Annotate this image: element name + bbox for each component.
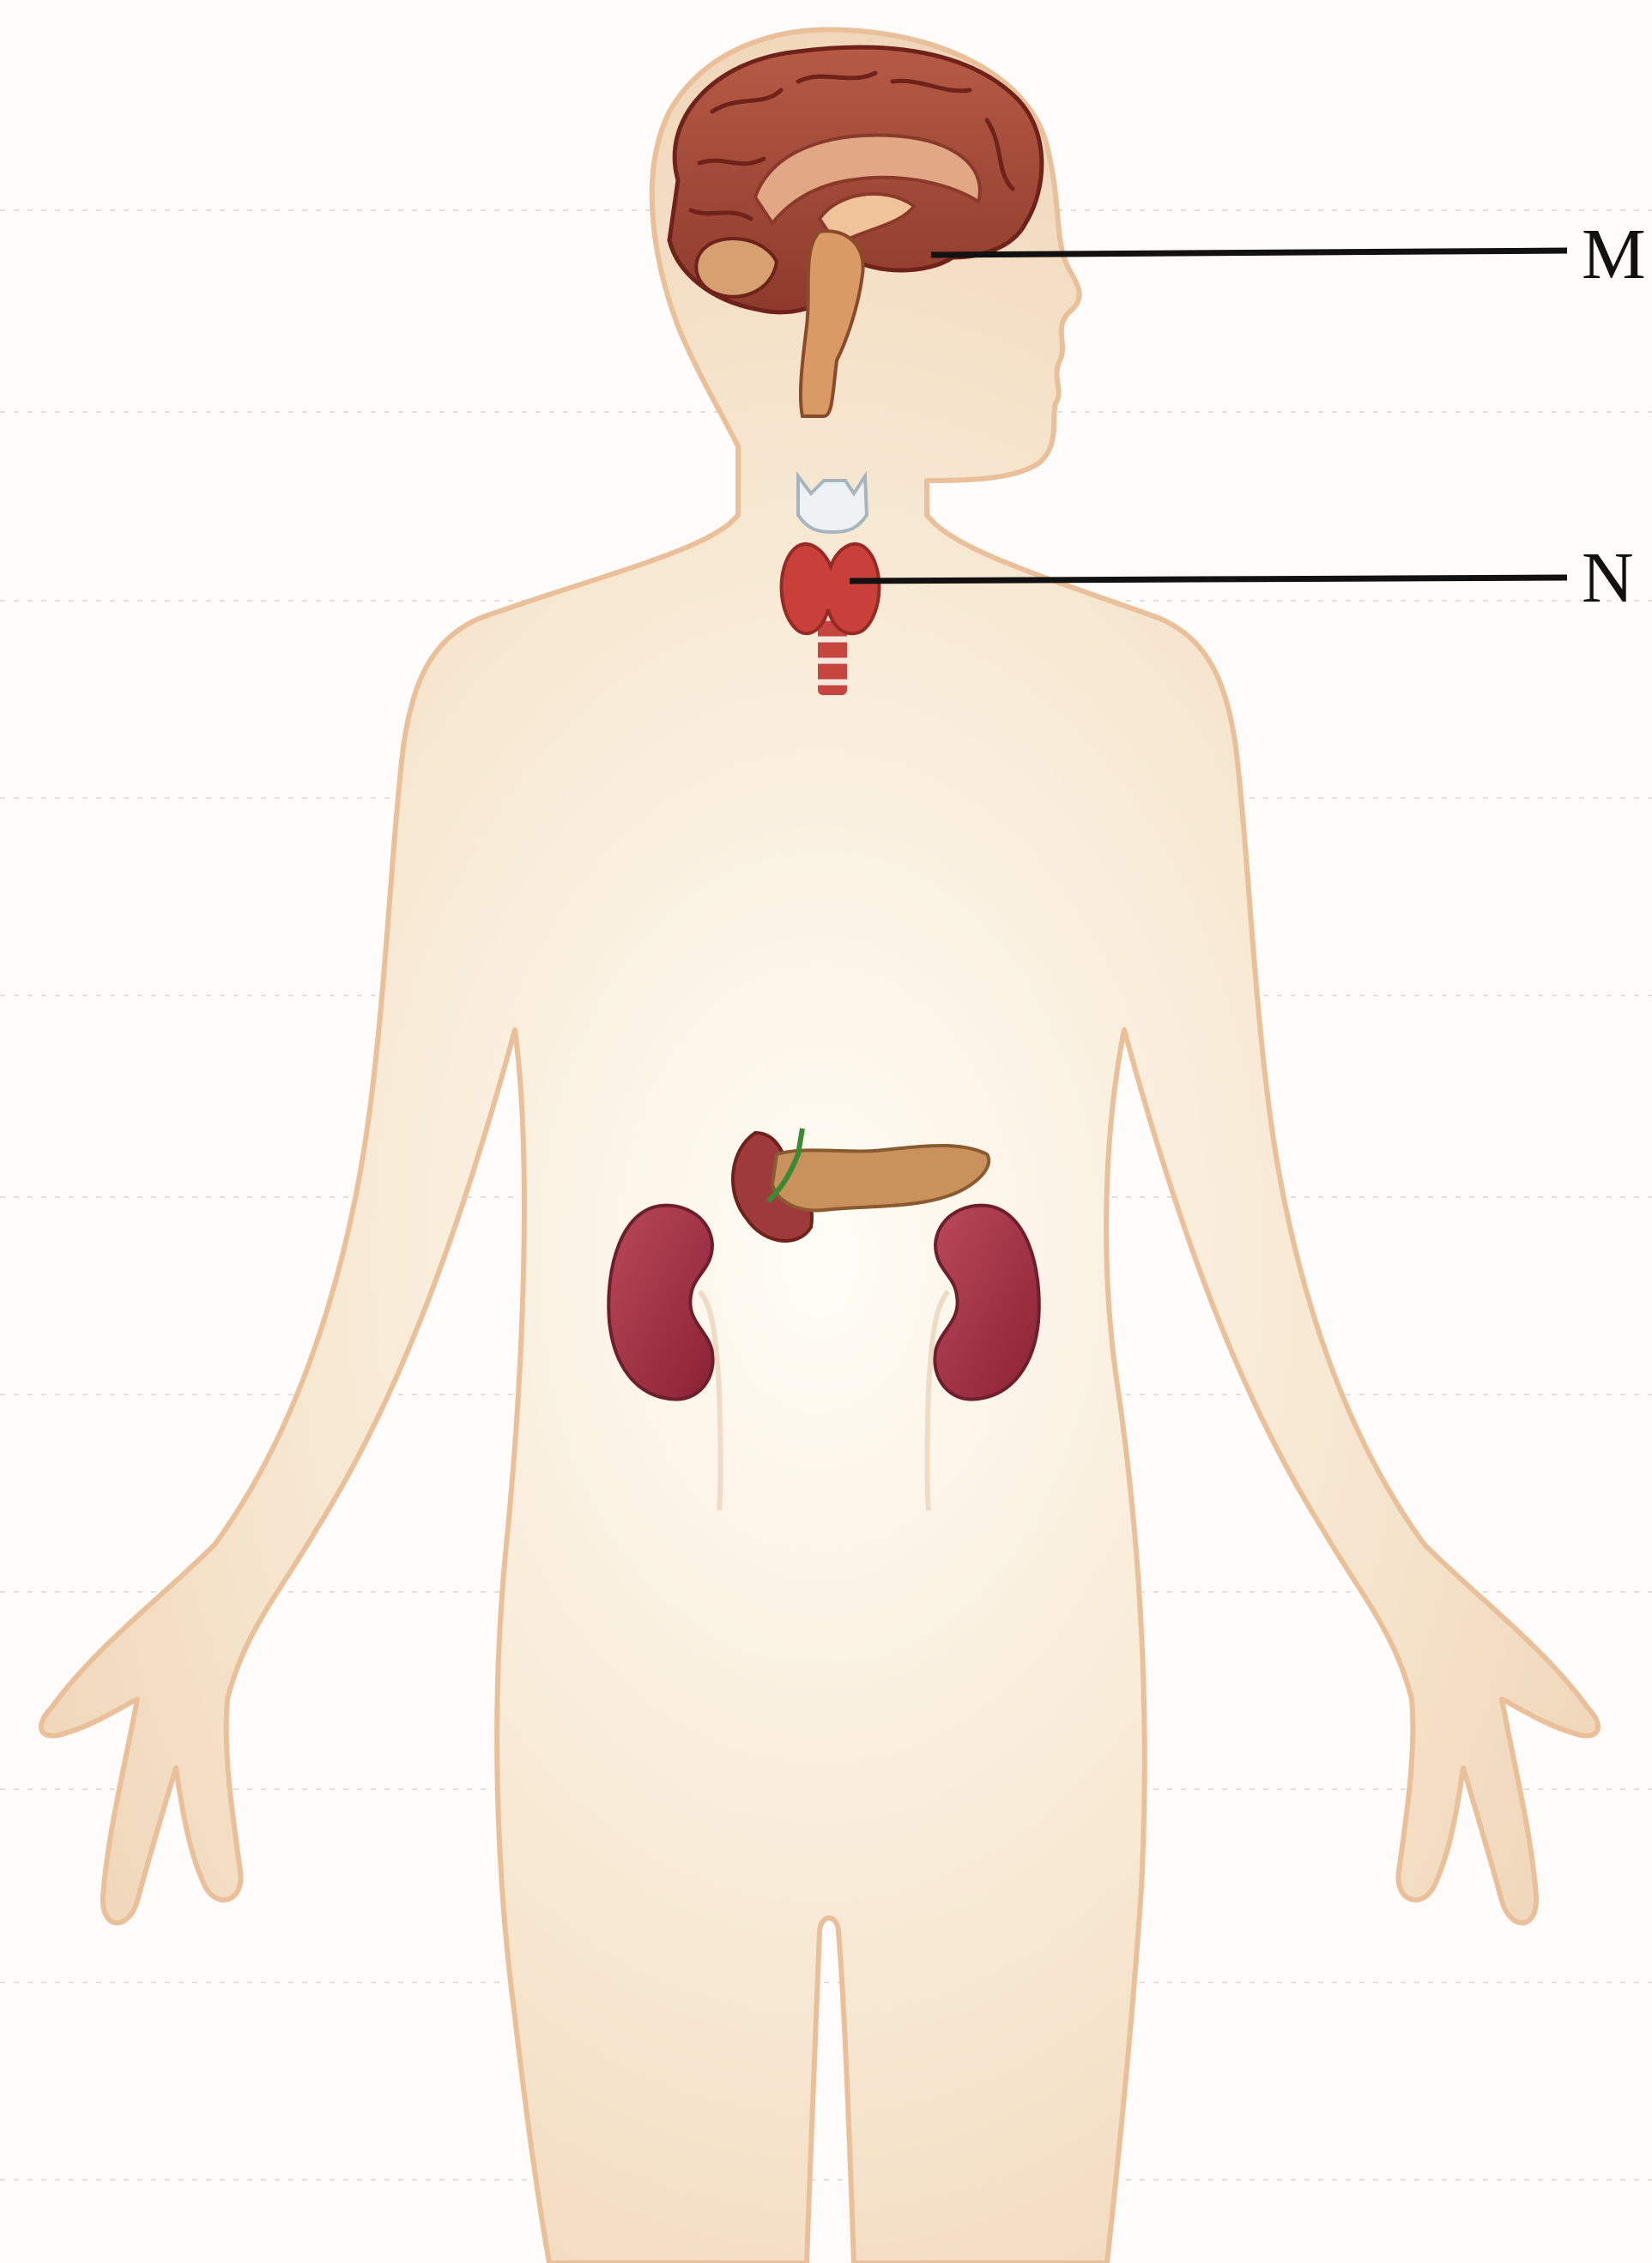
leader-line-n [850, 578, 1567, 581]
leader-line-m [931, 251, 1567, 255]
label-m: M [1582, 219, 1646, 291]
label-n: N [1582, 542, 1634, 614]
